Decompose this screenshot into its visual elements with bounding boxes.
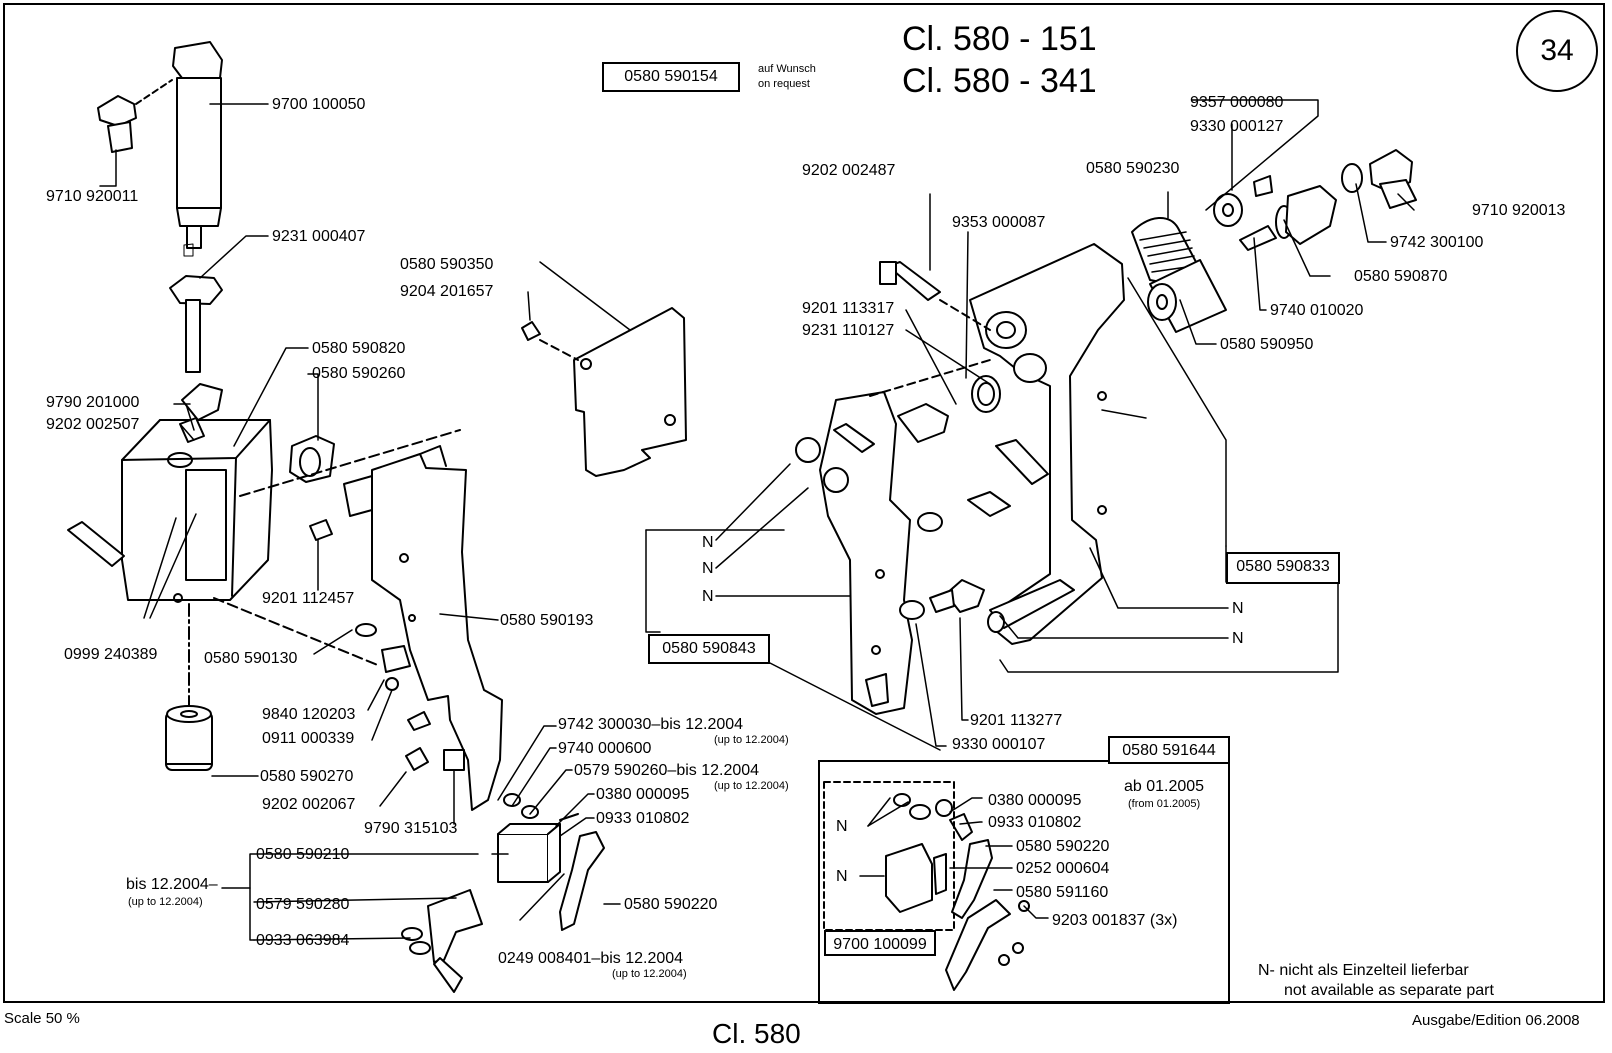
cylinder-assembly: [97, 41, 223, 373]
n-marker: N: [1232, 630, 1244, 647]
label-0580590350: 0580 590350: [400, 256, 494, 273]
n-marker: N: [702, 534, 714, 551]
label-0933063984: 0933 063984: [256, 932, 350, 949]
label-9742300030: 9742 300030–bis 12.2004: [558, 716, 744, 733]
label-0580590260: 0580 590260: [312, 365, 406, 382]
label-9700100050: 9700 100050: [272, 96, 366, 113]
main-bracket: [969, 243, 1125, 645]
label-9742300030-sub: (up to 12.2004): [714, 734, 789, 746]
inset-switch: [823, 781, 1030, 991]
label-ab-2005: ab 01.2005: [1124, 778, 1205, 795]
label-9710920011: 9710 920011: [46, 188, 139, 205]
label-9357000080: 9357 000080: [1190, 94, 1284, 111]
part-box-0580590843: 0580 590843: [648, 634, 770, 664]
label-9204201657: 9204 201657: [400, 283, 494, 300]
inset-label-9203001837: 9203 001837 (3x): [1052, 912, 1178, 929]
label-9231110127: 9231 110127: [802, 322, 895, 339]
n-marker: N: [1232, 600, 1244, 617]
label-0580590220: 0580 590220: [624, 896, 718, 913]
model-title-1: Cl. 580 - 151: [902, 20, 1097, 58]
label-9202002067: 9202 002067: [262, 796, 356, 813]
label-9790315103: 9790 315103: [364, 820, 458, 837]
label-9231000407: 9231 000407: [272, 228, 366, 245]
note-line-2: not available as separate part: [1284, 982, 1494, 999]
inset-label-0252000604: 0252 000604: [1016, 860, 1110, 877]
optional-part-box: 0580 590154: [602, 62, 740, 92]
n-marker: N: [702, 588, 714, 605]
note-line-1: N- nicht als Einzelteil lieferbar: [1258, 962, 1469, 979]
part-box-0580591644: 0580 591644: [1108, 736, 1230, 764]
label-9201113277: 9201 113277: [970, 712, 1063, 729]
label-9740010020: 9740 010020: [1270, 302, 1364, 319]
model-title-2: Cl. 580 - 341: [902, 62, 1097, 100]
inset-label-0580591160: 0580 591160: [1016, 884, 1109, 901]
valve-block: [67, 383, 461, 771]
label-0580590193: 0580 590193: [500, 612, 594, 629]
spring-piston: [1131, 149, 1417, 333]
microswitch-left: [401, 793, 605, 993]
optional-note-de: auf Wunsch: [758, 63, 816, 75]
label-9202002507: 9202 002507: [46, 416, 140, 433]
label-9202002487: 9202 002487: [802, 162, 896, 179]
label-0580590870: 0580 590870: [1354, 268, 1448, 285]
label-0580590230: 0580 590230: [1086, 160, 1180, 177]
label-0580590820: 0580 590820: [312, 340, 406, 357]
label-0580590270: 0580 590270: [260, 768, 354, 785]
leader-lines: [99, 99, 1415, 941]
label-9201112457: 9201 112457: [262, 590, 355, 607]
inset-label-0380000095: 0380 000095: [988, 792, 1082, 809]
label-9840120203: 9840 120203: [262, 706, 356, 723]
label-0249008401-sub: (up to 12.2004): [612, 968, 687, 980]
label-9790201000: 9790 201000: [46, 394, 140, 411]
footer-edition: Ausgabe/Edition 06.2008: [1412, 1012, 1580, 1029]
label-0580590130: 0580 590130: [204, 650, 298, 667]
n-marker: N: [836, 868, 848, 885]
label-9710920013: 9710 920013: [1472, 202, 1566, 219]
label-ab-2005-sub: (from 01.2005): [1128, 798, 1201, 810]
label-9740000600: 9740 000600: [558, 740, 652, 757]
label-0933010802: 0933 010802: [596, 810, 690, 827]
label-0579590280: 0579 590280: [256, 896, 350, 913]
optional-note-en: on request: [758, 78, 810, 90]
label-bis-2004-sub: (up to 12.2004): [128, 896, 203, 908]
inset-frame: [818, 760, 1230, 1004]
label-0999240389: 0999 240389: [64, 646, 158, 663]
inset-label-0933010802: 0933 010802: [988, 814, 1082, 831]
label-0579590260: 0579 590260–bis 12.2004: [574, 762, 760, 779]
label-bis-2004: bis 12.2004–: [126, 876, 218, 893]
page-frame: [3, 3, 1605, 1003]
label-9201113317: 9201 113317: [802, 300, 895, 317]
label-9330000107: 9330 000107: [952, 736, 1046, 753]
label-9330000127: 9330 000127: [1190, 118, 1284, 135]
label-0911000339: 0911 000339: [262, 730, 355, 747]
label-0249008401: 0249 008401–bis 12.2004: [498, 950, 684, 967]
footer-scale: Scale 50 %: [4, 1010, 80, 1027]
part-box-0580590833: 0580 590833: [1226, 552, 1340, 584]
n-marker: N: [702, 560, 714, 577]
part-box-9700100099: 9700 100099: [824, 930, 936, 956]
label-0580590210: 0580 590210: [256, 846, 350, 863]
label-0580590950: 0580 590950: [1220, 336, 1314, 353]
n-marker: N: [836, 818, 848, 835]
bolts-nuts: [795, 261, 1049, 620]
label-9742300100: 9742 300100: [1390, 234, 1484, 251]
page-number: 34: [1516, 10, 1598, 92]
lever-bracket: [309, 445, 503, 811]
inset-label-0580590220: 0580 590220: [1016, 838, 1110, 855]
label-9353000087: 9353 000087: [952, 214, 1046, 231]
footer-class: Cl. 580: [712, 1018, 801, 1049]
cover-plate: [573, 307, 687, 477]
label-0579590260-sub: (up to 12.2004): [714, 780, 789, 792]
label-0380000095: 0380 000095: [596, 786, 690, 803]
